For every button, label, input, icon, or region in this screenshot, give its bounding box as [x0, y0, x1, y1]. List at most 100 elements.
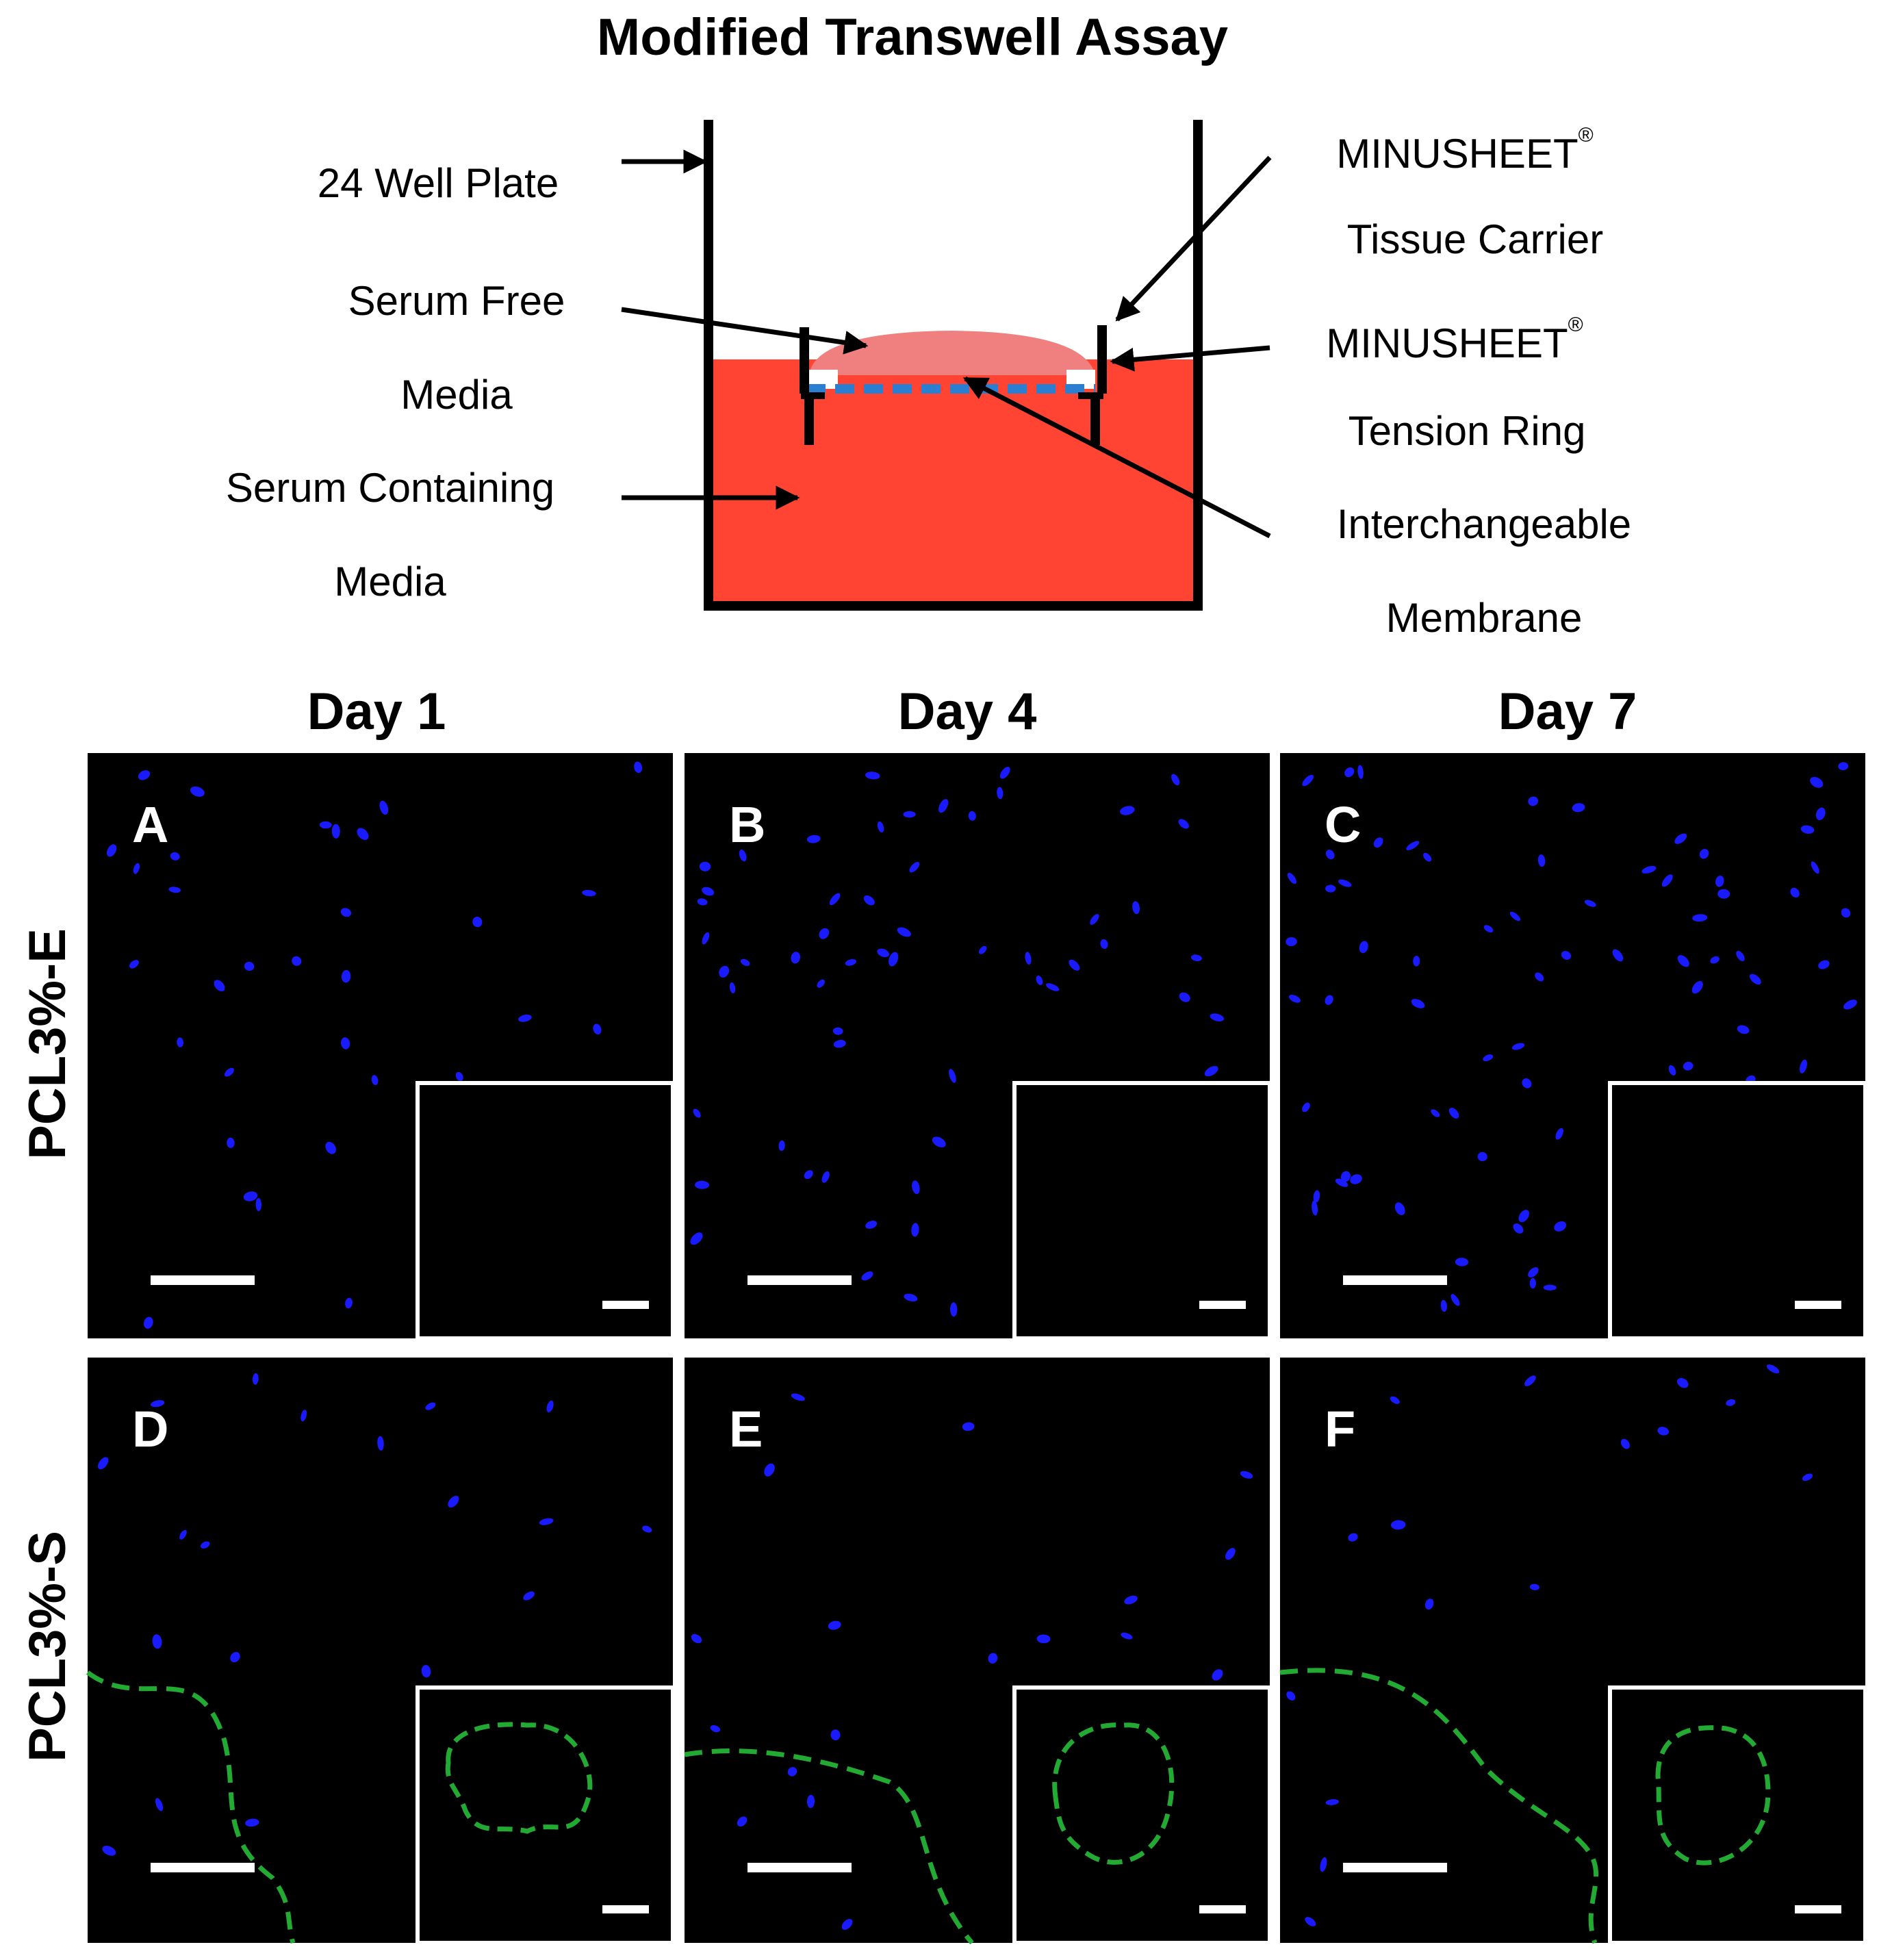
cell-nucleus: [1212, 1669, 1223, 1681]
micrograph-panel-a: A: [88, 753, 675, 1340]
cell-nucleus: [357, 828, 369, 840]
cell-nucleus: [829, 893, 841, 906]
panel-letter: F: [1325, 1401, 1355, 1458]
cell-nucleus: [425, 1402, 436, 1410]
cell-nucleus: [1811, 861, 1819, 874]
cell-nucleus: [245, 1818, 259, 1827]
cell-nucleus: [999, 767, 1010, 779]
cell-nucleus: [1522, 1078, 1532, 1089]
cell-nucleus: [244, 961, 255, 971]
cell-nucleus: [255, 1197, 261, 1212]
cell-nucleus: [1132, 901, 1140, 915]
cell-nucleus: [1692, 914, 1708, 922]
label-serum-containing-1: Serum Containing: [226, 465, 554, 511]
cell-nucleus: [1509, 911, 1521, 921]
label-membrane: Membrane: [1386, 595, 1583, 641]
cell-nucleus: [806, 1794, 815, 1809]
cell-nucleus: [539, 1518, 554, 1525]
inset-frame: [416, 1081, 675, 1340]
cell-nucleus: [1749, 973, 1761, 985]
cell-nucleus: [1357, 765, 1364, 779]
cell-nucleus: [1572, 803, 1585, 813]
serum-free-media-dome: [809, 331, 1095, 375]
cell-nucleus: [340, 908, 352, 917]
cell-nucleus: [949, 1302, 958, 1317]
cell-nucleus: [702, 887, 715, 896]
scale-bar: [151, 1863, 255, 1872]
cell-nucleus: [968, 811, 976, 821]
cell-nucleus: [1477, 1151, 1487, 1162]
label-interchangeable: Interchangeable: [1337, 501, 1631, 547]
cell-nucleus: [1179, 992, 1190, 1002]
cell-nucleus: [593, 1023, 602, 1035]
arrow-membrane: [962, 376, 1271, 539]
cell-nucleus: [227, 1137, 235, 1148]
cell-nucleus: [1325, 884, 1336, 893]
cell-nucleus: [1171, 774, 1180, 786]
inset-boundary-outline: [445, 1722, 593, 1834]
cell-nucleus: [1424, 1599, 1434, 1610]
cell-nucleus: [702, 932, 710, 945]
cell-nucleus: [804, 1170, 813, 1180]
cell-nucleus: [377, 1436, 384, 1451]
cell-nucleus: [1511, 1043, 1525, 1050]
cell-nucleus: [1225, 1548, 1236, 1560]
figure-title: Modified Transwell Assay: [597, 8, 1228, 66]
cell-nucleus: [325, 1141, 336, 1154]
cell-nucleus: [1302, 774, 1314, 787]
cell-nucleus: [224, 1067, 234, 1077]
cell-nucleus: [1543, 1284, 1557, 1290]
cell-nucleus: [421, 1665, 431, 1678]
cell-nucleus: [1390, 1396, 1400, 1404]
cell-nucleus: [97, 1457, 109, 1470]
cell-nucleus: [214, 980, 225, 992]
cell-nucleus: [523, 1591, 535, 1601]
well-plate-walls: [704, 120, 1203, 611]
cell-nucleus: [1677, 1377, 1689, 1388]
cell-nucleus: [1288, 995, 1301, 1003]
cell-nucleus: [739, 850, 747, 862]
tissue-boundary-outline: [1279, 1668, 1599, 1944]
cell-nucleus: [1335, 1178, 1348, 1187]
cell-nucleus: [791, 1393, 805, 1401]
micrograph-inset: [416, 1685, 675, 1945]
label-minusheet-carrier: MINUSHEET®: [1336, 124, 1593, 177]
cell-nucleus: [1691, 981, 1703, 994]
label-tissue-carrier: Tissue Carrier: [1347, 216, 1604, 262]
cell-nucleus: [697, 898, 708, 906]
cell-nucleus: [1305, 1917, 1316, 1926]
cell-nucleus: [379, 800, 389, 815]
cell-nucleus: [1025, 952, 1032, 965]
cell-nucleus: [144, 1316, 153, 1329]
cell-nucleus: [1287, 872, 1296, 884]
inset-scale-bar: [1199, 1905, 1246, 1913]
cell-nucleus: [778, 1140, 785, 1151]
label-24-well-plate: 24 Well Plate: [318, 160, 559, 206]
scale-bar: [747, 1275, 852, 1285]
cell-nucleus: [903, 811, 916, 818]
cell-nucleus: [699, 861, 711, 871]
cell-nucleus: [150, 1400, 165, 1408]
arrow-serum-free: [621, 307, 869, 355]
cell-nucleus: [832, 1027, 843, 1035]
cell-nucleus: [642, 1525, 652, 1533]
cell-nucleus: [833, 1039, 846, 1048]
label-minusheet-ring: MINUSHEET®: [1326, 314, 1583, 366]
cell-nucleus: [1120, 806, 1135, 815]
cell-nucleus: [1431, 1109, 1440, 1117]
cell-nucleus: [1717, 889, 1730, 899]
tissue-boundary-outline: [684, 1748, 974, 1945]
cell-nucleus: [693, 1108, 701, 1118]
cell-nucleus: [319, 821, 332, 829]
cell-nucleus: [1455, 1258, 1469, 1267]
inset-boundary-outline: [1655, 1725, 1771, 1866]
cell-nucleus: [170, 852, 180, 861]
cell-nucleus: [1325, 850, 1335, 860]
cell-nucleus: [791, 952, 800, 964]
cell-nucleus: [1715, 875, 1724, 887]
cell-nucleus: [861, 1271, 873, 1281]
cell-nucleus: [345, 1297, 353, 1309]
inset-frame: [1012, 1081, 1272, 1340]
cell-nucleus: [911, 1223, 919, 1237]
